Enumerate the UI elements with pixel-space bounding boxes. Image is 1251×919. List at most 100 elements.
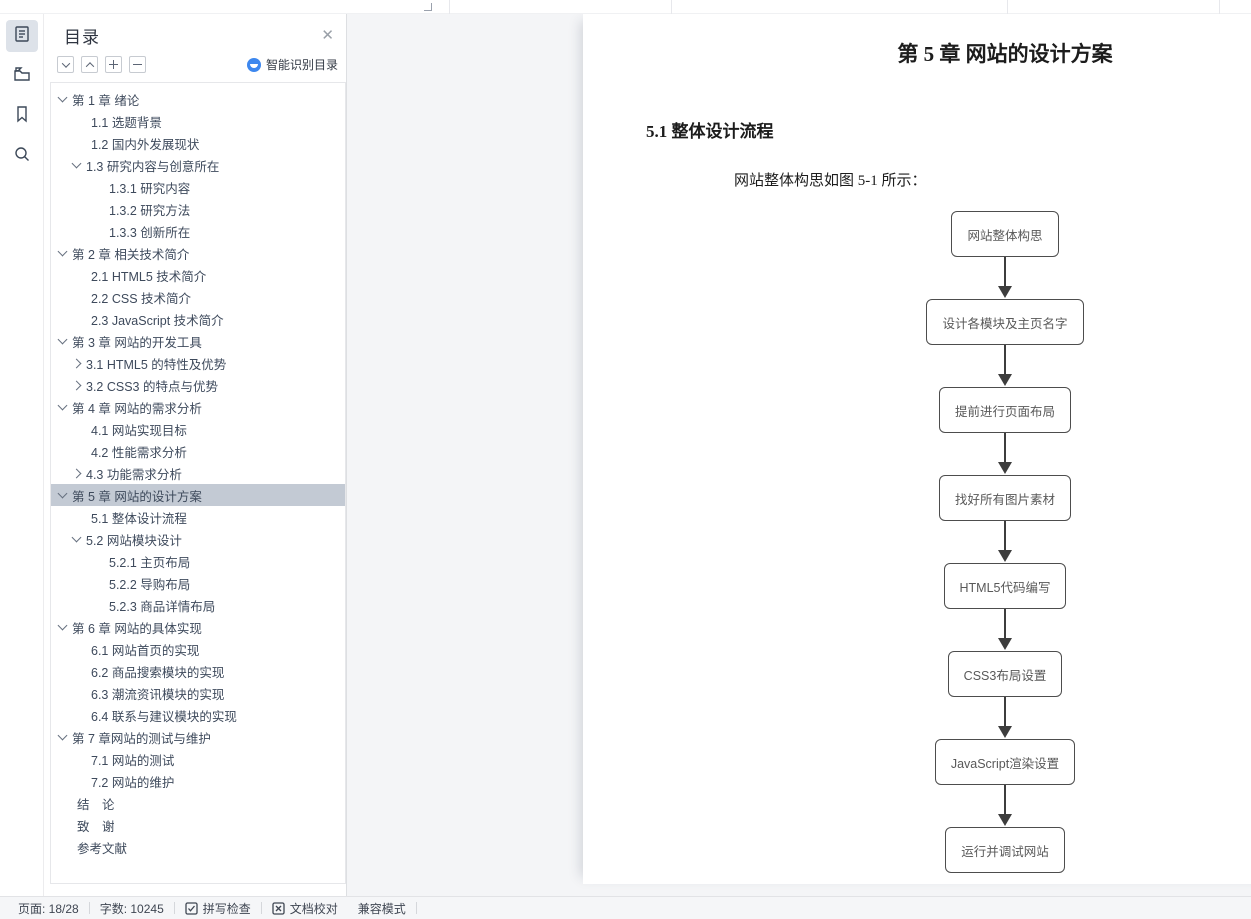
chevron-down-icon[interactable] (57, 92, 68, 103)
word-count[interactable]: 字数: 10245 (99, 901, 164, 916)
toc-item[interactable]: 6.2 商品搜索模块的实现 (51, 660, 345, 682)
chevron-down-icon[interactable] (57, 334, 68, 345)
toc-item[interactable]: 第 3 章 网站的开发工具 (51, 330, 345, 352)
zoom-in-outline-button[interactable] (105, 56, 122, 73)
chapter-icon (13, 65, 31, 88)
outline-panel-button[interactable] (5, 20, 38, 52)
toc-item[interactable]: 1.1 选题背景 (51, 110, 345, 132)
body-paragraph: 网站整体构思如图 5-1 所示： (734, 173, 927, 189)
chevron-down-icon[interactable] (57, 620, 68, 631)
toc-item-label: 7.2 网站的维护 (91, 775, 175, 790)
toc-item[interactable]: 第 1 章 绪论 (51, 88, 345, 110)
toc-item-label: 6.2 商品搜索模块的实现 (91, 665, 225, 680)
flow-arrow-icon (998, 785, 1012, 826)
tab-separator (671, 0, 672, 14)
expand-all-button[interactable] (81, 56, 98, 73)
zoom-out-outline-button[interactable] (129, 56, 146, 73)
toc-item[interactable]: 3.1 HTML5 的特性及优势 (51, 352, 345, 374)
toc-item-label: 第 3 章 网站的开发工具 (72, 335, 202, 350)
smart-recognize-button[interactable]: 智能识别目录 (246, 56, 338, 73)
toc-item-label: 致 谢 (77, 819, 115, 834)
toc-item[interactable]: 3.2 CSS3 的特点与优势 (51, 374, 345, 396)
toc-item[interactable]: 第 5 章 网站的设计方案 (51, 484, 345, 506)
search-icon (13, 145, 31, 168)
flowchart-step: 找好所有图片素材 (938, 475, 1071, 521)
toc-item[interactable]: 6.3 潮流资讯模块的实现 (51, 682, 345, 704)
toc-item-label: 6.3 潮流资讯模块的实现 (91, 687, 225, 702)
toc-item[interactable]: 1.3.2 研究方法 (51, 198, 345, 220)
toc-item[interactable]: 6.4 联系与建议模块的实现 (51, 704, 345, 726)
toc-item[interactable]: 5.1 整体设计流程 (51, 506, 345, 528)
tab-separator (1007, 0, 1008, 14)
toc-item-label: 1.3 研究内容与创意所在 (86, 159, 220, 174)
toc-item[interactable]: 1.3.1 研究内容 (51, 176, 345, 198)
chevron-down-icon[interactable] (57, 730, 68, 741)
tab-separator (449, 0, 450, 14)
toc-item[interactable]: 6.1 网站首页的实现 (51, 638, 345, 660)
chevron-right-icon[interactable] (71, 380, 82, 390)
compat-mode-indicator[interactable]: 兼容模式 (357, 901, 406, 916)
flowchart-step: 提前进行页面布局 (938, 387, 1071, 433)
toc-item-label: 2.1 HTML5 技术简介 (91, 269, 207, 284)
spellcheck-toggle[interactable]: 拼写检查 (175, 900, 261, 917)
bookmark-panel-button[interactable] (6, 100, 38, 132)
toc-item[interactable]: 2.3 JavaScript 技术简介 (51, 308, 345, 330)
status-bar: 页面: 18/28 字数: 10245 拼写检查 文档校对 兼容模式 (0, 896, 1251, 919)
chevron-down-icon[interactable] (71, 158, 82, 169)
document-page: 第 5 章 网站的设计方案 5.1 整体设计流程 网站整体构思如图 5-1 所示… (583, 14, 1251, 884)
toc-item[interactable]: 第 7 章网站的测试与维护 (51, 726, 345, 748)
chevron-down-icon[interactable] (57, 488, 68, 499)
toc-item[interactable]: 5.2 网站模块设计 (51, 528, 345, 550)
toc-item[interactable]: 4.3 功能需求分析 (51, 462, 345, 484)
toc-item-label: 结 论 (77, 797, 115, 812)
toc-item[interactable]: 1.3 研究内容与创意所在 (51, 154, 345, 176)
toc-item-label: 5.2.2 导购布局 (109, 577, 191, 592)
chevron-right-icon[interactable] (71, 468, 82, 478)
toc-item[interactable]: 5.2.2 导购布局 (51, 572, 345, 594)
toc-item-label: 1.3.2 研究方法 (109, 203, 191, 218)
toc-item-label: 1.3.3 创新所在 (109, 225, 191, 240)
toc-item[interactable]: 参考文献 (51, 836, 345, 858)
collapse-all-button[interactable] (57, 56, 74, 73)
chapter-nav-button[interactable] (6, 60, 38, 92)
search-panel-button[interactable] (6, 140, 38, 172)
toc-item[interactable]: 第 2 章 相关技术简介 (51, 242, 345, 264)
toc-item[interactable]: 1.2 国内外发展现状 (51, 132, 345, 154)
toc-item[interactable]: 1.3.3 创新所在 (51, 220, 345, 242)
toc-item[interactable]: 第 4 章 网站的需求分析 (51, 396, 345, 418)
smart-ai-icon (246, 57, 261, 72)
toc-item[interactable]: 7.2 网站的维护 (51, 770, 345, 792)
toc-item-label: 3.1 HTML5 的特性及优势 (86, 357, 227, 372)
page-indicator[interactable]: 页面: 18/28 (18, 901, 79, 916)
flow-arrow-icon (998, 345, 1012, 386)
spellcheck-icon (185, 901, 198, 915)
toc-item-label: 4.3 功能需求分析 (86, 467, 182, 482)
toc-item[interactable]: 结 论 (51, 792, 345, 814)
toc-item[interactable]: 4.1 网站实现目标 (51, 418, 345, 440)
toc-item[interactable]: 2.1 HTML5 技术简介 (51, 264, 345, 286)
chevron-right-icon[interactable] (71, 358, 82, 368)
toc-item[interactable]: 5.2.3 商品详情布局 (51, 594, 345, 616)
toc-item[interactable]: 致 谢 (51, 814, 345, 836)
chevron-down-icon[interactable] (71, 532, 82, 543)
proofread-toggle[interactable]: 文档校对 (262, 900, 348, 917)
toc-item-label: 5.2 网站模块设计 (86, 533, 182, 548)
toc-item-label: 6.1 网站首页的实现 (91, 643, 200, 658)
chevron-down-icon[interactable] (57, 400, 68, 411)
toc-item[interactable]: 2.2 CSS 技术简介 (51, 286, 345, 308)
toc-item-label: 第 4 章 网站的需求分析 (72, 401, 202, 416)
chevron-down-icon[interactable] (57, 246, 68, 257)
close-icon[interactable]: ✕ (321, 27, 334, 44)
toc-item[interactable]: 4.2 性能需求分析 (51, 440, 345, 462)
toc-item[interactable]: 5.2.1 主页布局 (51, 550, 345, 572)
document-view[interactable]: 第 5 章 网站的设计方案 5.1 整体设计流程 网站整体构思如图 5-1 所示… (347, 14, 1251, 896)
chapter-title: 第 5 章 网站的设计方案 (897, 42, 1113, 66)
toc-item[interactable]: 第 6 章 网站的具体实现 (51, 616, 345, 638)
toc-item-label: 3.2 CSS3 的特点与优势 (86, 379, 218, 394)
left-icon-bar (0, 14, 44, 896)
toc-item-label: 7.1 网站的测试 (91, 753, 175, 768)
toc-item[interactable]: 7.1 网站的测试 (51, 748, 345, 770)
toc-item-label: 4.1 网站实现目标 (91, 423, 187, 438)
